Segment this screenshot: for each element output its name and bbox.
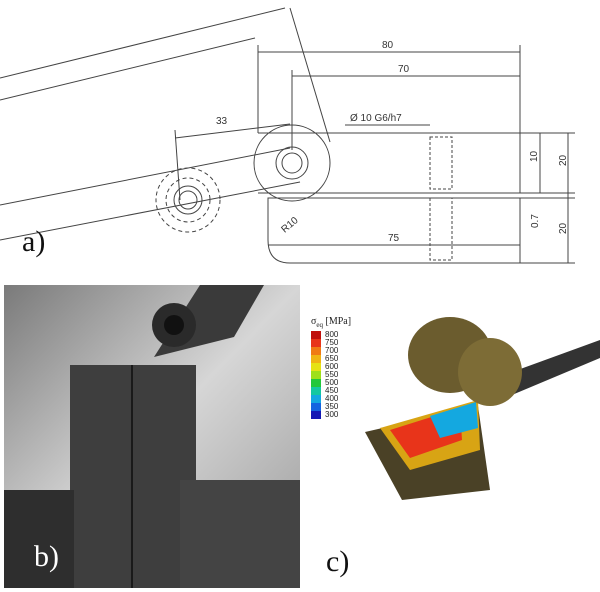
dim-20-bottom: 20 [558, 222, 569, 234]
legend-swatch [311, 363, 321, 371]
legend-swatch [311, 379, 321, 387]
legend-value: 550 [325, 370, 339, 379]
legend-entry: 700 [311, 347, 381, 355]
legend-entry: 350 [311, 403, 381, 411]
legend-value: 500 [325, 378, 339, 387]
legend-value: 750 [325, 338, 339, 347]
panel-label-b: b) [34, 540, 59, 573]
legend-swatch [311, 347, 321, 355]
legend-value: 600 [325, 362, 339, 371]
legend-swatch [311, 411, 321, 419]
legend-value: 400 [325, 394, 339, 403]
legend-entry: 550 [311, 371, 381, 379]
legend-swatch [311, 395, 321, 403]
dim-10: 10 [529, 150, 540, 162]
dim-20-top: 20 [558, 154, 569, 166]
legend-swatch [311, 339, 321, 347]
panel-label-c: c) [326, 545, 350, 578]
legend-value: 300 [325, 410, 339, 419]
legend-entry: 500 [311, 379, 381, 387]
legend-entry: 600 [311, 363, 381, 371]
legend-value: 650 [325, 354, 339, 363]
legend-value: 450 [325, 386, 339, 395]
legend-entry: 750 [311, 339, 381, 347]
legend-swatch [311, 355, 321, 363]
legend-swatch [311, 387, 321, 395]
panel-label-a: a) [22, 225, 46, 258]
legend-entry: 650 [311, 355, 381, 363]
legend-entry: 300 [311, 411, 381, 419]
legend-value: 800 [325, 330, 339, 339]
legend-entry: 400 [311, 395, 381, 403]
dim-bore: Ø 10 G6/h7 [350, 113, 402, 124]
legend-swatch [311, 371, 321, 379]
legend-swatch [311, 403, 321, 411]
technical-drawing: 80 70 33 Ø 10 G6/h7 10 20 0.7 20 R10 75 [0, 7, 575, 264]
legend-title: σeq [MPa] [311, 316, 352, 329]
legend-entry: 800 [311, 331, 381, 339]
dim-07: 0.7 [530, 214, 541, 228]
test-photo [4, 285, 300, 588]
fe-model [365, 317, 600, 500]
dim-33: 33 [216, 116, 228, 127]
dim-80: 80 [382, 40, 394, 51]
dim-75: 75 [388, 233, 400, 244]
legend-value: 350 [325, 402, 339, 411]
legend-swatch [311, 331, 321, 339]
legend-value: 700 [325, 346, 339, 355]
dim-r10: R10 [279, 215, 300, 236]
dim-70: 70 [398, 64, 410, 75]
legend-entry: 450 [311, 387, 381, 395]
